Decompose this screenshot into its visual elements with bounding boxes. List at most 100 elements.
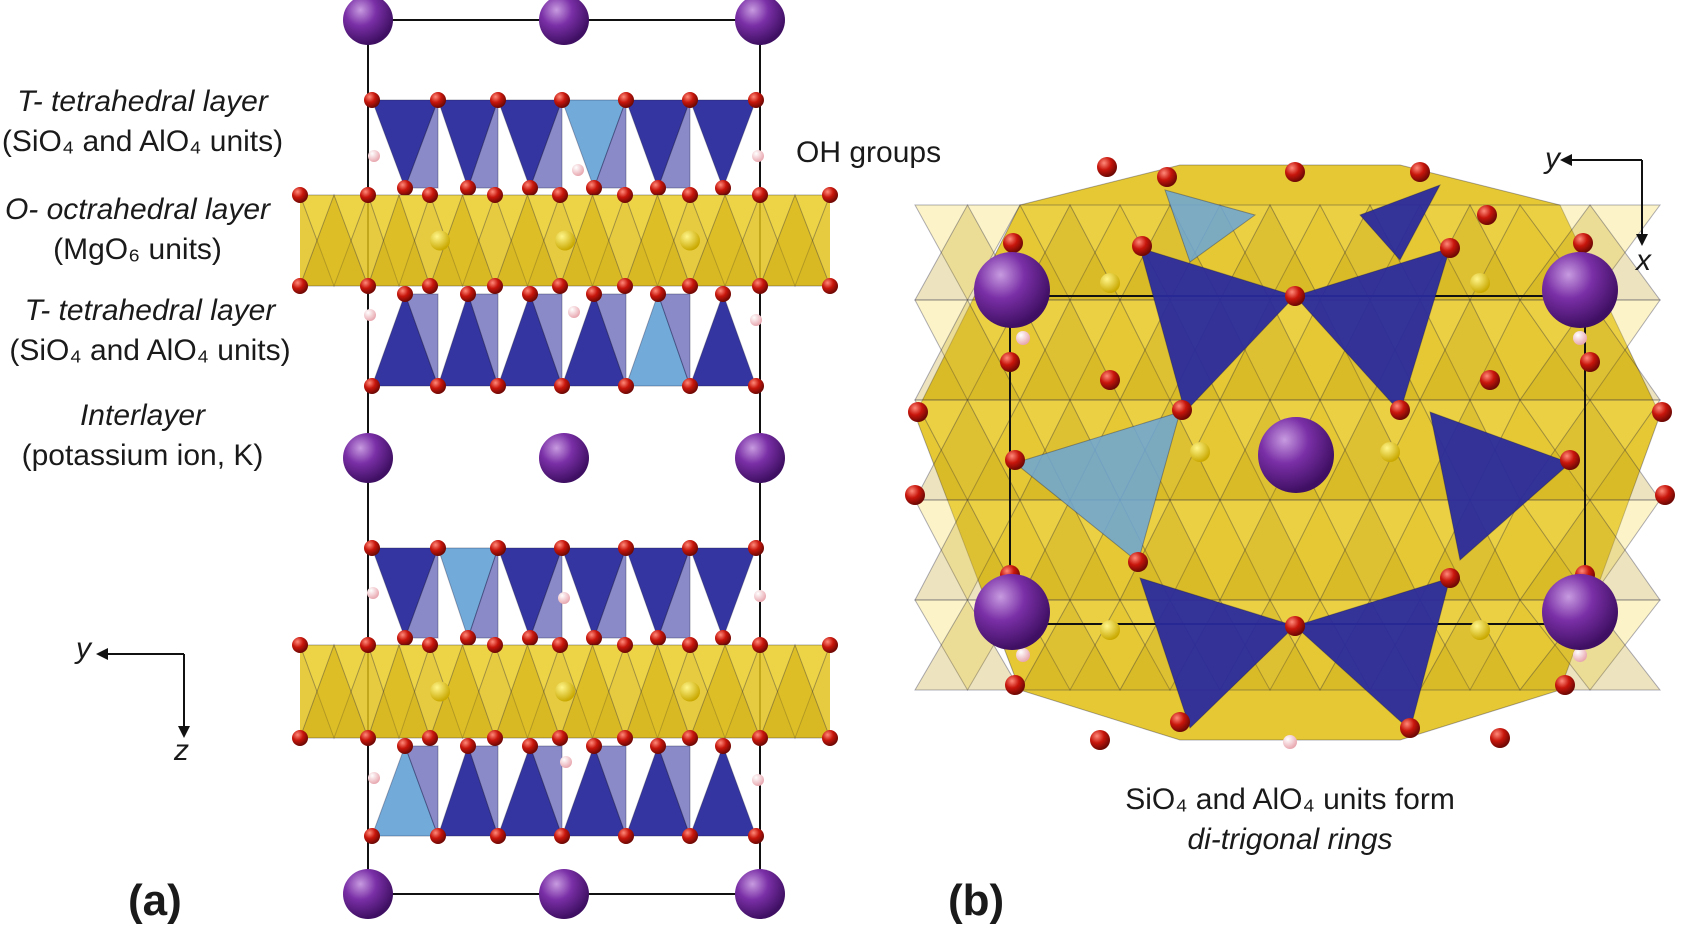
tetrahedron bbox=[1013, 411, 1181, 563]
oxygen-atom bbox=[554, 378, 570, 394]
oxygen-atom bbox=[487, 278, 503, 294]
oxygen-atom bbox=[554, 828, 570, 844]
tetrahedron bbox=[1139, 247, 1296, 413]
tetrahedron bbox=[689, 547, 757, 640]
tetrahedron bbox=[1294, 577, 1451, 731]
octahedron-face bbox=[367, 193, 431, 287]
hydrogen-atom bbox=[572, 164, 584, 176]
oxygen-atom bbox=[1128, 552, 1148, 572]
potassium-atom bbox=[1542, 252, 1618, 328]
oxygen-atom bbox=[586, 286, 602, 302]
oxygen-atom bbox=[292, 278, 308, 294]
oxygen-atom bbox=[682, 637, 698, 653]
hydrogen-atom bbox=[558, 592, 570, 604]
octahedron-face bbox=[494, 643, 561, 739]
oxygen-atom bbox=[422, 730, 438, 746]
magnesium-atom bbox=[555, 230, 575, 251]
octahedron-face bbox=[689, 194, 761, 288]
octahedron-face bbox=[624, 644, 691, 740]
panel-b-caption: SiO₄ and AlO₄ units form di-trigonal rin… bbox=[1080, 780, 1500, 860]
oxygen-atom bbox=[682, 730, 698, 746]
tetrahedron bbox=[1429, 411, 1571, 561]
octahedron-face bbox=[1519, 204, 1661, 301]
potassium-atom bbox=[735, 433, 785, 483]
oxygen-atom bbox=[1580, 352, 1600, 372]
hydrogen-atom bbox=[1283, 735, 1297, 749]
oh-groups-label: OH groups bbox=[796, 136, 942, 169]
potassium-atom bbox=[974, 252, 1050, 328]
oxygen-atom bbox=[586, 738, 602, 754]
tetrahedron bbox=[593, 547, 627, 639]
tetrahedron bbox=[1294, 247, 1451, 413]
tetrahedron bbox=[689, 99, 757, 190]
tetrahedron bbox=[404, 745, 439, 837]
octahedron-face bbox=[559, 193, 626, 287]
magnesium-atom bbox=[555, 681, 575, 702]
oxygen-atom bbox=[552, 730, 568, 746]
layer-title: O- octrahedral layer bbox=[4, 193, 271, 226]
oxygen-atom bbox=[682, 378, 698, 394]
octahedron-face bbox=[1319, 499, 1421, 602]
hydrogen-atom bbox=[568, 306, 580, 318]
oxygen-atom bbox=[752, 187, 768, 203]
hydrogen-atom bbox=[752, 150, 764, 162]
caption-line-2: di-trigonal rings bbox=[1187, 823, 1393, 856]
hydrogen-atom bbox=[1016, 331, 1030, 345]
tetrahedron bbox=[529, 293, 563, 387]
oxygen-atom bbox=[364, 828, 380, 844]
octahedron-face bbox=[1219, 298, 1321, 401]
oxygen-atom bbox=[586, 180, 602, 196]
octahedron-face bbox=[759, 194, 831, 288]
oxygen-atom bbox=[460, 180, 476, 196]
magnesium-atom bbox=[1380, 442, 1400, 462]
oxygen-atom bbox=[490, 828, 506, 844]
octahedron-face bbox=[1019, 299, 1121, 402]
octahedron-face bbox=[494, 194, 561, 288]
oxygen-atom bbox=[1170, 712, 1190, 732]
magnesium-atom bbox=[1470, 273, 1490, 293]
hydrogen-atom bbox=[367, 587, 379, 599]
potassium-atom bbox=[974, 574, 1050, 650]
oxygen-atom bbox=[715, 630, 731, 646]
octahedron-face bbox=[624, 194, 691, 288]
octahedron-face bbox=[759, 193, 831, 287]
octahedron-face bbox=[914, 204, 1021, 302]
octahedron-face bbox=[914, 299, 1021, 402]
oxygen-atom bbox=[822, 730, 838, 746]
oxygen-atom bbox=[748, 540, 764, 556]
layer-label-t-top: T- tetrahedral layer (SiO₄ and AlO₄ unit… bbox=[0, 82, 285, 162]
tetrahedron bbox=[593, 99, 627, 189]
oxygen-atom bbox=[1400, 718, 1420, 738]
octahedron-face bbox=[299, 644, 369, 740]
oxygen-atom bbox=[360, 730, 376, 746]
magnesium-atom bbox=[430, 681, 450, 702]
oxygen-atom bbox=[1285, 286, 1305, 306]
hydrogen-atom bbox=[560, 756, 572, 768]
oxygen-atom bbox=[1555, 675, 1575, 695]
octahedron-face bbox=[367, 644, 431, 740]
axis-b-vertical-label: x bbox=[1636, 244, 1651, 277]
tetrahedron bbox=[467, 745, 499, 837]
oxygen-atom bbox=[460, 738, 476, 754]
octahedron-face bbox=[1519, 299, 1661, 401]
octahedron-face bbox=[624, 193, 691, 287]
oxygen-atom bbox=[748, 378, 764, 394]
octahedron-face bbox=[689, 643, 761, 739]
oxygen-atom bbox=[650, 738, 666, 754]
oxygen-atom bbox=[752, 730, 768, 746]
axis-a-vertical-label: z bbox=[174, 734, 189, 767]
oxygen-atom bbox=[360, 187, 376, 203]
octahedron-face bbox=[1419, 299, 1521, 402]
oxygen-atom bbox=[292, 730, 308, 746]
oxygen-atom bbox=[1097, 157, 1117, 177]
oxygen-atom bbox=[292, 187, 308, 203]
oxygen-atom bbox=[1480, 370, 1500, 390]
magnesium-atom bbox=[1100, 620, 1120, 640]
hydrogen-atom bbox=[1573, 331, 1587, 345]
tetrahedron bbox=[529, 745, 563, 837]
potassium-atom bbox=[1542, 574, 1618, 650]
octahedron-face bbox=[299, 643, 369, 739]
octahedron-face bbox=[1019, 598, 1121, 691]
oxygen-atom bbox=[617, 187, 633, 203]
oxygen-atom bbox=[487, 730, 503, 746]
